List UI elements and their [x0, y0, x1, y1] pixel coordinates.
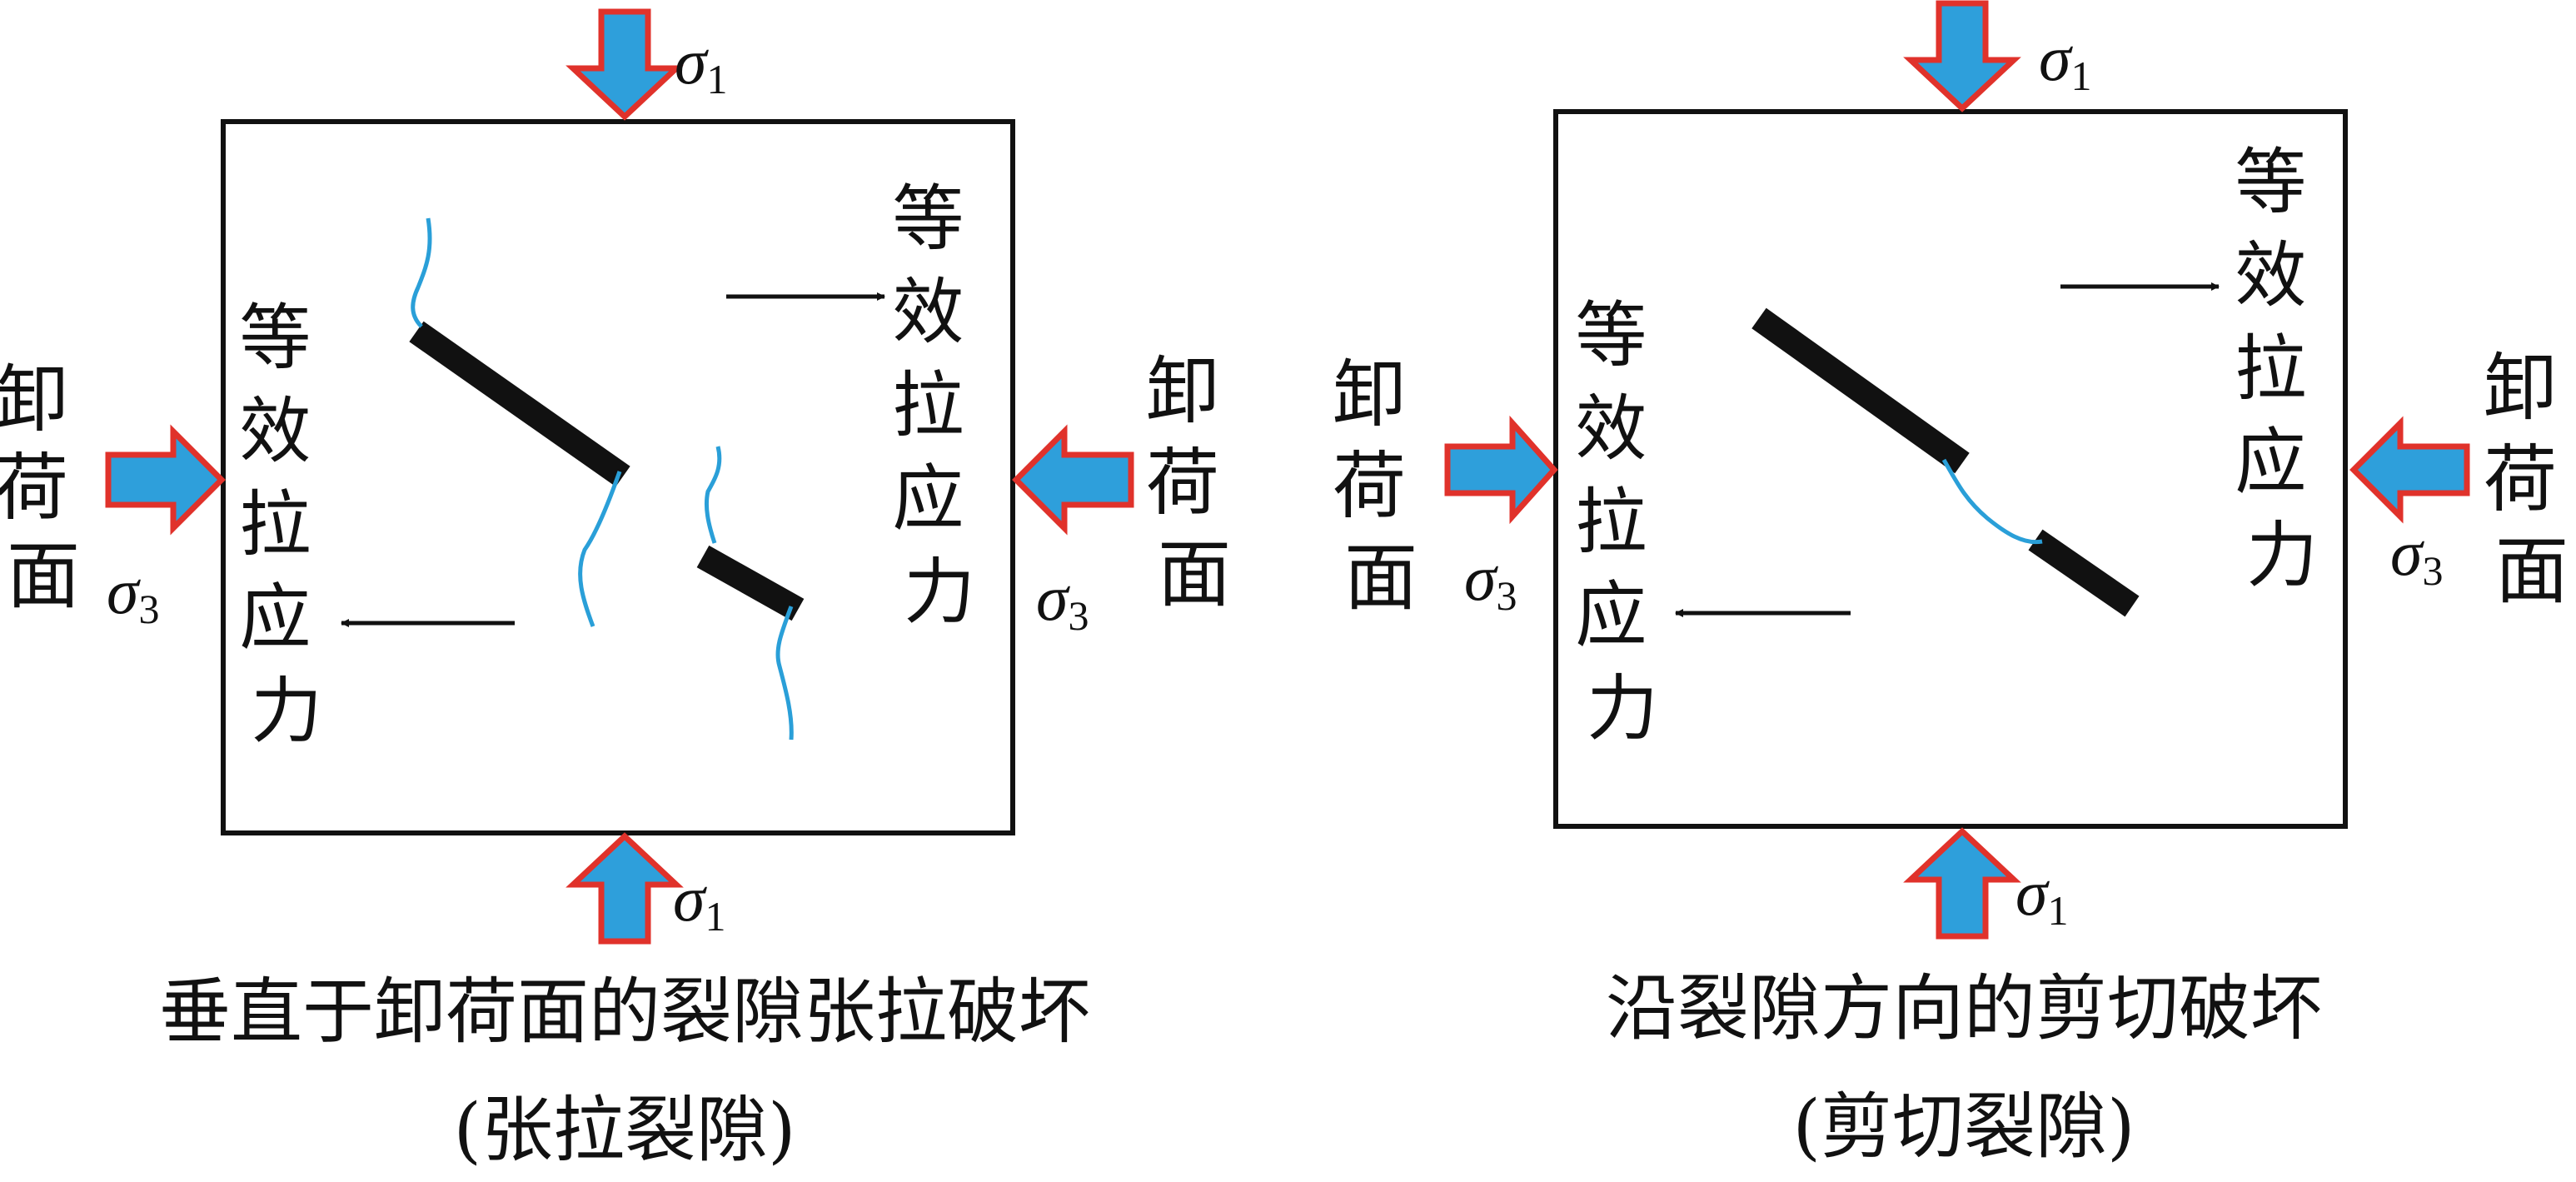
unloading-face-right-label: 卸 荷 面 [2484, 345, 2576, 614]
panel-shear: σ1 σ1 σ3 σ3 卸 荷 面 卸 荷 面 等 效 拉 应 力 等 [1333, 0, 2576, 1169]
equivalent-tensile-stress-right-label: 等 效 拉 应 力 [892, 177, 986, 634]
unloading-face-left-label: 卸 荷 面 [1333, 352, 1429, 621]
equivalent-tensile-stress-left-label: 等 效 拉 应 力 [1575, 294, 1669, 751]
sigma1-top-label: σ1 [2039, 22, 2091, 99]
sigma3-right-label: σ3 [2390, 516, 2443, 594]
tensile-crack-2 [578, 471, 622, 627]
rock-block-frame [221, 119, 1015, 835]
joint-upper [1751, 307, 1970, 474]
panel-tension: σ1 σ1 σ3 σ3 卸 荷 面 卸 荷 面 等 效 拉 应 力 等 [0, 8, 1243, 1172]
sigma3-right-arrow [2349, 416, 2470, 524]
sigma1-bottom-arrow [1903, 827, 2021, 940]
tensile-crack-1 [411, 217, 432, 328]
caption-shear-line1: 沿裂隙方向的剪切破坏 [1606, 967, 2322, 1050]
sigma1-bottom-label: σ1 [673, 862, 725, 940]
joint-lower [2028, 529, 2140, 617]
sigma1-top-arrow [1903, 0, 2021, 112]
tensile-crack-3 [704, 446, 722, 544]
equivalent-tensile-stress-left-label: 等 效 拉 应 力 [239, 297, 333, 753]
sigma3-right-arrow [1012, 424, 1134, 536]
sigma1-bottom-label: σ1 [2015, 856, 2068, 934]
sigma3-right-label: σ3 [1036, 561, 1089, 639]
equivalent-tensile-stress-right-label: 等 效 拉 应 力 [2235, 141, 2329, 597]
caption-tension-line2: (张拉裂隙) [453, 1089, 795, 1172]
sigma1-top-label: σ1 [675, 25, 727, 102]
sigma3-left-label: σ3 [107, 555, 159, 632]
sigma1-bottom-arrow [566, 832, 684, 945]
unloading-face-right-label: 卸 荷 面 [1146, 348, 1243, 617]
shear-crack [1941, 458, 2043, 545]
caption-shear-line2: (剪切裂隙) [1792, 1085, 2135, 1169]
joint-lower [696, 545, 805, 621]
sigma3-left-arrow [1444, 415, 1558, 525]
sigma3-left-arrow [105, 424, 226, 536]
sigma3-left-label: σ3 [1464, 541, 1517, 619]
caption-tension-line1: 垂直于卸荷面的裂隙张拉破坏 [159, 970, 1090, 1054]
tensile-crack-4 [775, 606, 794, 741]
unloading-face-left-label: 卸 荷 面 [0, 357, 92, 619]
joint-upper [409, 321, 630, 487]
sigma1-top-arrow [566, 8, 684, 121]
